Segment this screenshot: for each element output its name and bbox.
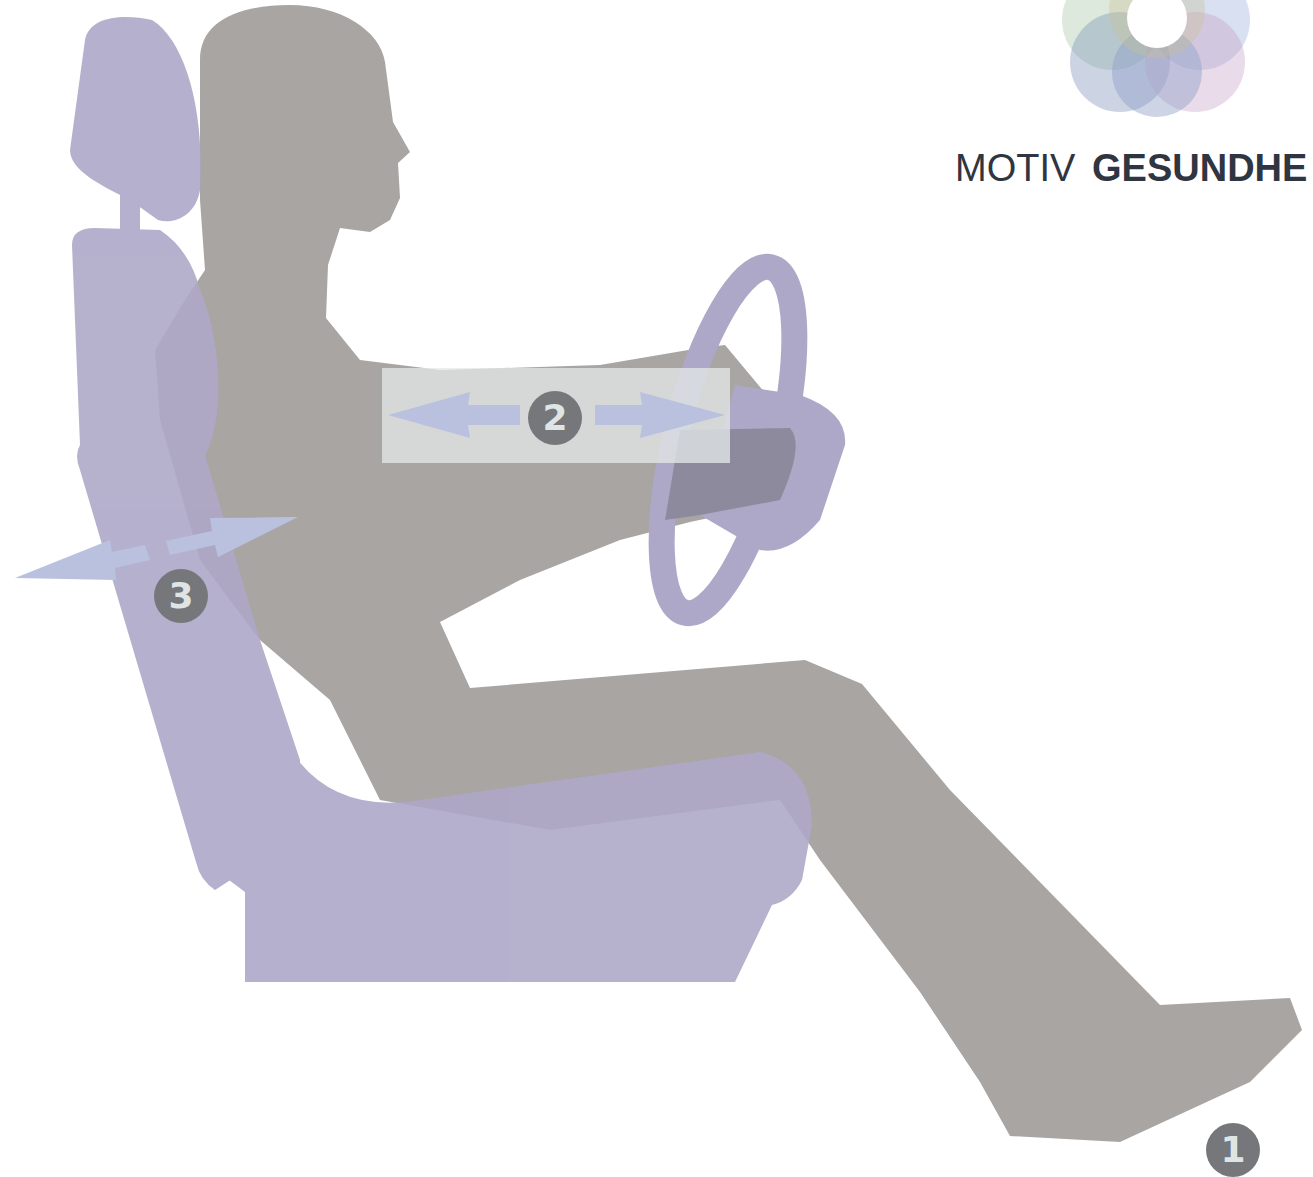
callout-number: 3 <box>154 569 208 623</box>
brand-text: GESUNDHE <box>1092 146 1307 190</box>
car-seat <box>70 17 812 982</box>
brand-text: MOTIV <box>955 146 1075 190</box>
adjust-arrow-2 <box>382 368 730 463</box>
callout-number: 1 <box>1206 1123 1260 1177</box>
adjust-arrow-3 <box>15 517 298 580</box>
callout-number: 2 <box>528 391 582 445</box>
logo <box>1062 0 1250 117</box>
